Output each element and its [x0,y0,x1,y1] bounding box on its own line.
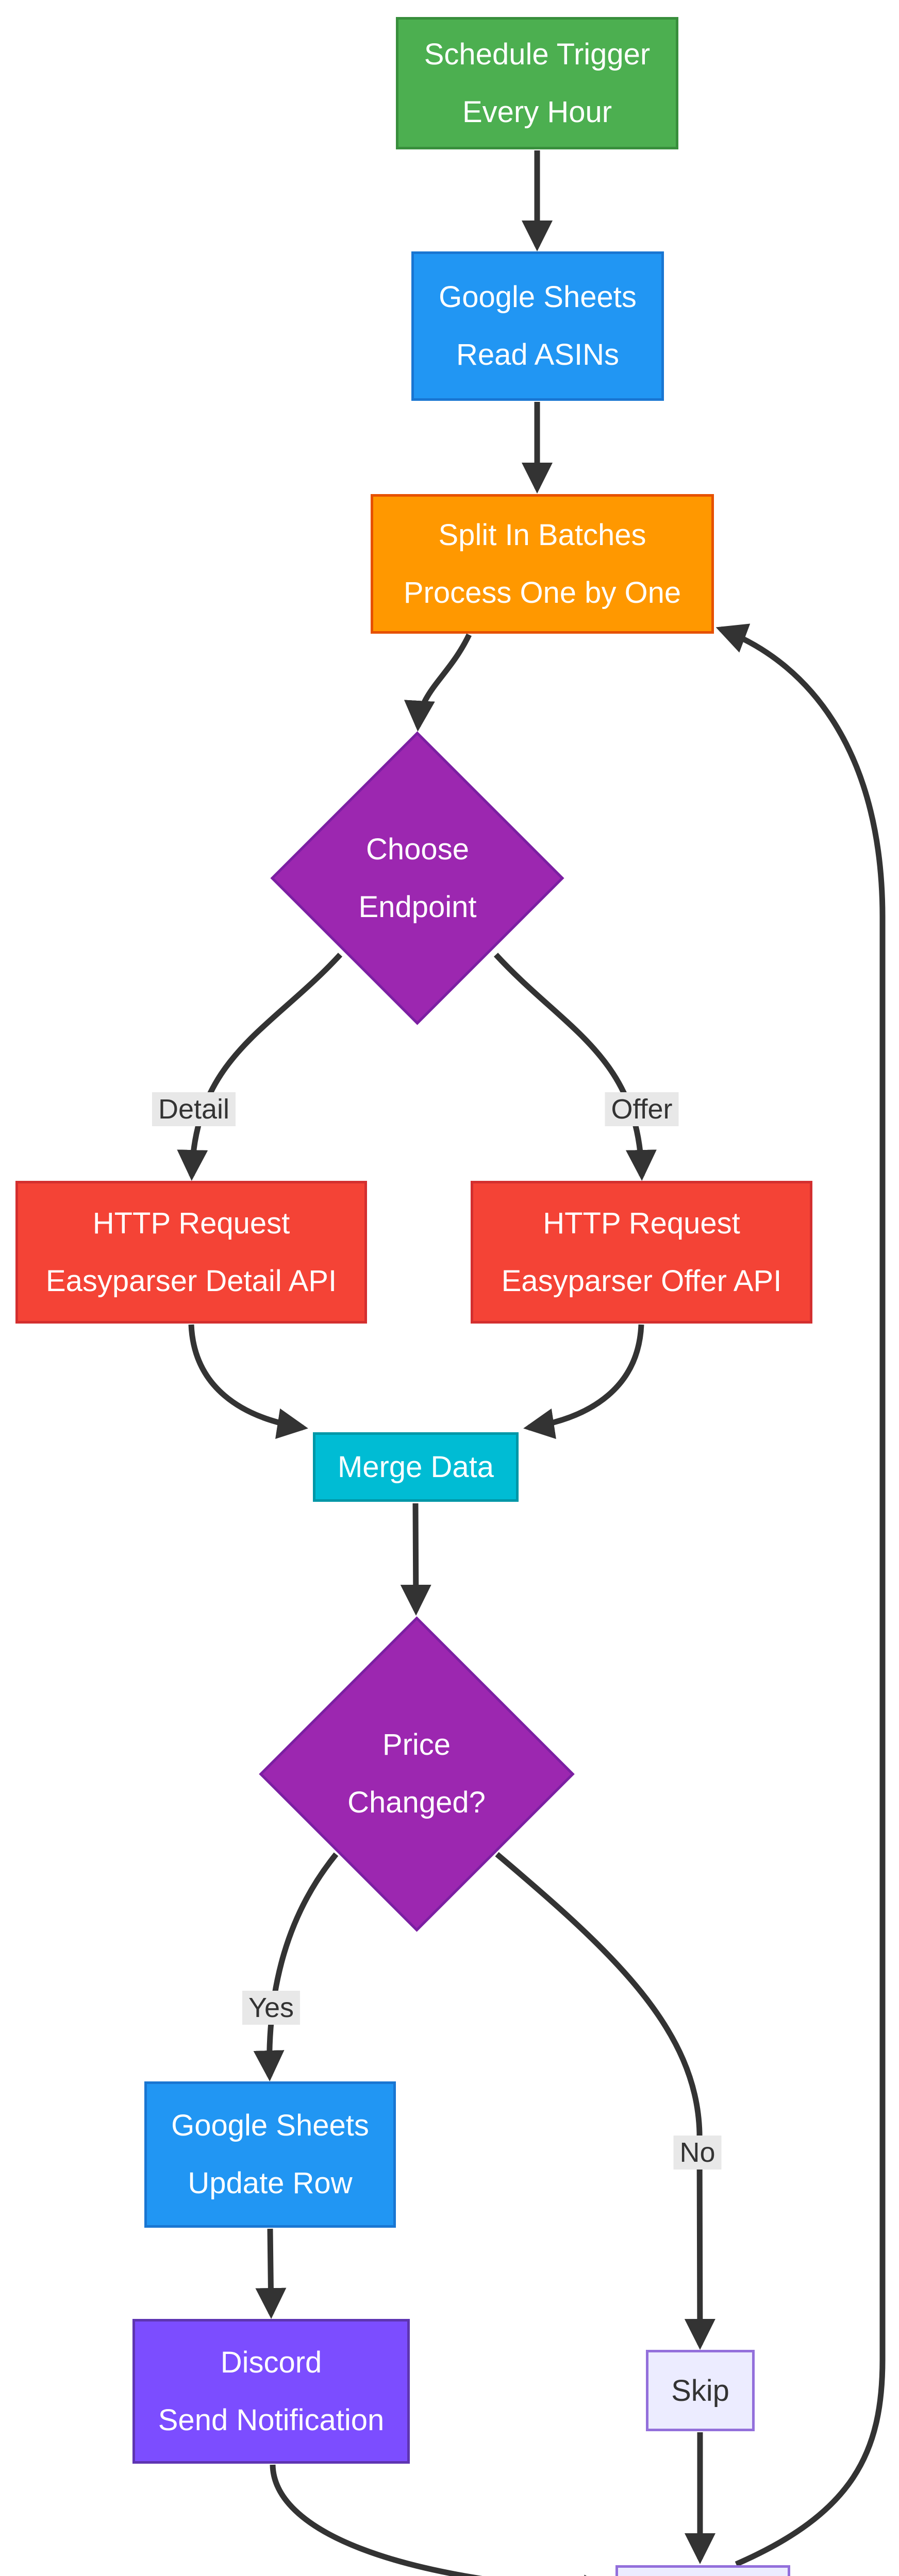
edge-offer-api-to-merge [523,1324,644,1439]
node-label-line: Google Sheets [439,280,637,314]
node-http-request-detail-api: HTTP Request Easyparser Detail API [15,1181,367,1324]
node-merge-data: Merge Data [313,1432,519,1502]
node-label-line: Endpoint [358,890,477,924]
edge-merge-to-price [400,1503,431,1616]
node-loop-back: Loop Back [615,2565,790,2576]
node-google-sheets-update-row: Google Sheets Update Row [144,2081,396,2228]
node-label-line: Easyparser Detail API [45,1264,337,1298]
edge-label-detail: Detail [152,1092,236,1126]
node-label-line: Read ASINs [456,338,619,371]
node-label-line: Send Notification [158,2403,385,2437]
node-label-line: Price [382,1728,451,1761]
edge-split-to-choose [404,633,472,732]
edge-choose-to-offer-api [493,953,657,1181]
edge-choose-to-detail-api [177,953,343,1181]
edge-label-yes: Yes [242,1991,301,2025]
node-label-line: Merge Data [337,1450,494,1484]
node-label-line: Easyparser Offer API [501,1264,782,1298]
node-label-line: Split In Batches [438,518,646,552]
node-label-line: Discord [220,2345,322,2379]
edge-label-offer: Offer [605,1092,679,1126]
node-label-line: HTTP Request [543,1206,740,1240]
edge-loopback-to-split [715,623,886,2567]
node-label-line: Process One by One [403,575,681,609]
node-schedule-trigger: Schedule Trigger Every Hour [396,17,678,149]
edge-price-to-update [253,1852,339,2081]
node-label-line: Schedule Trigger [424,37,651,71]
edge-price-to-skip [495,1852,715,2350]
node-google-sheets-read-asins: Google Sheets Read ASINs [411,251,664,401]
node-choose-endpoint: Choose Endpoint [289,801,546,956]
edge-label-no: No [673,2136,722,2170]
node-label-line: Changed? [347,1786,486,1819]
node-label-line: Google Sheets [171,2109,369,2142]
node-http-request-offer-api: HTTP Request Easyparser Offer API [471,1181,812,1324]
edge-update-to-discord [255,2228,287,2319]
node-discord-send-notification: Discord Send Notification [132,2319,410,2464]
node-split-in-batches: Split In Batches Process One by One [371,494,714,634]
node-skip: Skip [646,2350,755,2431]
node-label-line: Update Row [188,2166,353,2200]
node-price-changed: Price Changed? [288,1697,545,1851]
node-label-line: Skip [671,2374,729,2408]
node-label-line: HTTP Request [92,1206,290,1240]
node-label-line: Choose [366,833,469,866]
node-label-line: Every Hour [462,95,612,129]
edge-detail-api-to-merge [188,1324,308,1439]
edge-discord-to-loopback [270,2464,614,2576]
